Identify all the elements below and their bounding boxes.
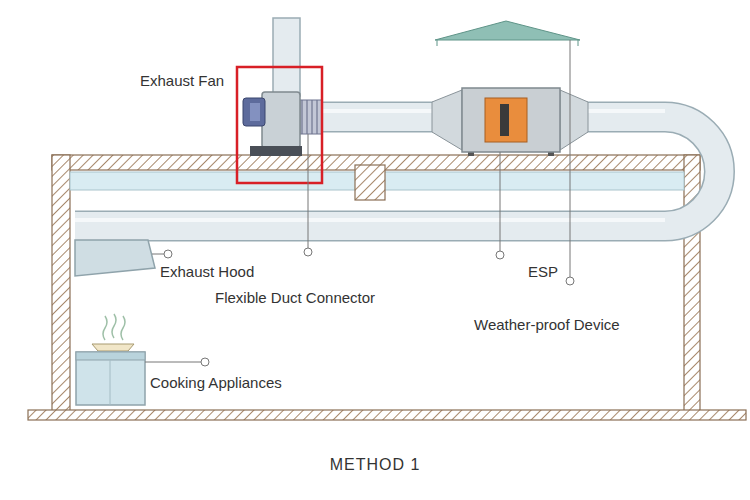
exhaust-fan — [243, 18, 322, 156]
hood — [75, 240, 155, 276]
building — [28, 155, 746, 420]
part-label: Weather-proof Device — [474, 316, 620, 334]
highlight-box — [237, 67, 322, 183]
cooking-appliance — [76, 314, 145, 405]
part-label: Exhaust Hood — [160, 263, 254, 281]
part-label: Cooking Appliances — [150, 374, 282, 392]
esp-unit — [432, 88, 588, 156]
part-label: Flexible Duct Connector — [215, 289, 375, 307]
caption: METHOD 1 — [330, 455, 421, 475]
duct — [75, 111, 719, 226]
weatherproof-cap — [435, 21, 580, 46]
part-label: ESP — [528, 263, 558, 281]
part-label: Exhaust Fan — [140, 72, 224, 90]
